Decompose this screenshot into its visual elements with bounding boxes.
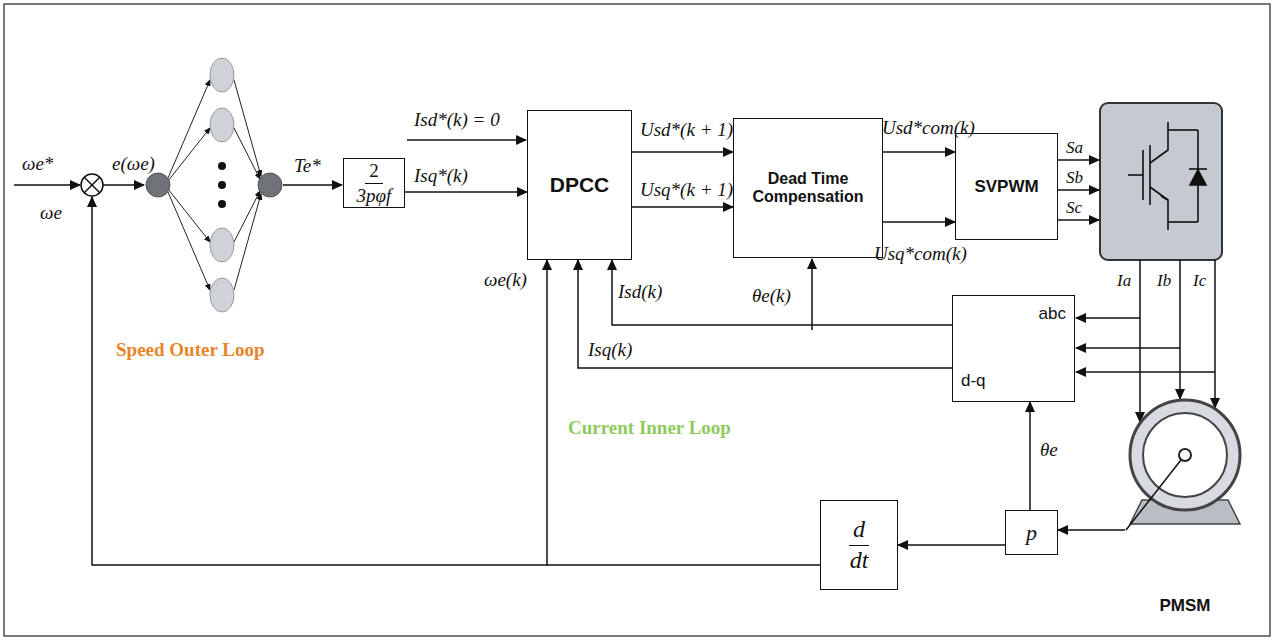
signal-connector: [898, 544, 1005, 546]
signal-label: Ic: [1193, 272, 1206, 291]
switching-wires: [1058, 160, 1099, 220]
signal-label: ωe: [40, 203, 62, 224]
gain-box: 23pφf: [343, 158, 405, 208]
node-text: SVPWM: [970, 173, 1042, 201]
signal-label: Ib: [1157, 272, 1171, 291]
node-text: d-q: [961, 371, 986, 391]
node-text: abc: [1039, 304, 1066, 324]
signal-connector: [405, 191, 527, 193]
torque-ref-wire: [283, 184, 342, 186]
speed-feedback-wire: [92, 197, 547, 565]
compensation-box: Dead Time Compensation: [733, 118, 883, 258]
signal-label: Te*: [294, 156, 321, 177]
signal-label: Ia: [1117, 272, 1131, 291]
signal-label: Isq(k): [588, 340, 632, 361]
signal-label: Sb: [1066, 169, 1083, 188]
signal-connector: [547, 260, 820, 565]
signal-connector: [1029, 402, 1031, 510]
inverter-symbol: [1100, 103, 1222, 260]
signal-connector: [1058, 529, 1125, 531]
derivative-box: ddt: [820, 500, 898, 590]
node-text: 2: [365, 160, 383, 184]
angle-wire: [811, 259, 813, 330]
signal-label: ωe(k): [484, 270, 527, 291]
id-ref-wire: [407, 139, 526, 141]
phase-wires: [1076, 260, 1215, 422]
node-text: d: [849, 516, 869, 546]
modulator-box: SVPWM: [955, 133, 1058, 240]
node-text: dt: [846, 546, 873, 575]
signal-label: Isd(k): [618, 282, 662, 303]
signal-connector: [883, 151, 955, 153]
signal-label: ωe*: [22, 154, 53, 175]
signal-label: Usd*(k + 1): [640, 120, 733, 141]
node-text: p: [1022, 516, 1041, 549]
node-text: Dead Time Compensation: [734, 166, 882, 211]
loop-title: Speed Outer Loop: [116, 340, 265, 361]
signal-label: Isq*(k): [414, 166, 468, 187]
transform-box: abc d-q: [952, 295, 1075, 402]
motor-symbol: [1126, 400, 1240, 530]
signal-connector: [578, 260, 952, 368]
controller-box: DPCC: [527, 110, 632, 260]
node-text: DPCC: [546, 169, 614, 201]
signal-connector: [612, 260, 952, 325]
signal-label: Sa: [1066, 139, 1083, 158]
summing-junction: [14, 174, 144, 196]
signal-label: Usq*com(k): [874, 244, 967, 265]
loop-title: Current Inner Loop: [568, 418, 731, 439]
signal-label: e(ωe): [112, 154, 155, 175]
signal-label: θe(k): [752, 286, 791, 307]
motor-node: PMSM: [1125, 395, 1245, 620]
signal-label: Usd*com(k): [882, 118, 975, 139]
signal-connector: [632, 206, 733, 208]
signal-label: Isd*(k) = 0: [414, 110, 500, 131]
node-text: 3pφf: [353, 184, 396, 207]
node-text: PMSM: [1125, 596, 1245, 616]
signal-label: Usq*(k + 1): [640, 180, 733, 201]
signal-label: θe: [1040, 440, 1058, 461]
signal-label: Sc: [1066, 199, 1082, 218]
pole-pair-box: p: [1005, 510, 1058, 555]
frame: [4, 4, 1270, 636]
signal-connector: [632, 151, 733, 153]
neural-network: [146, 58, 282, 312]
signal-connector: [883, 221, 955, 223]
